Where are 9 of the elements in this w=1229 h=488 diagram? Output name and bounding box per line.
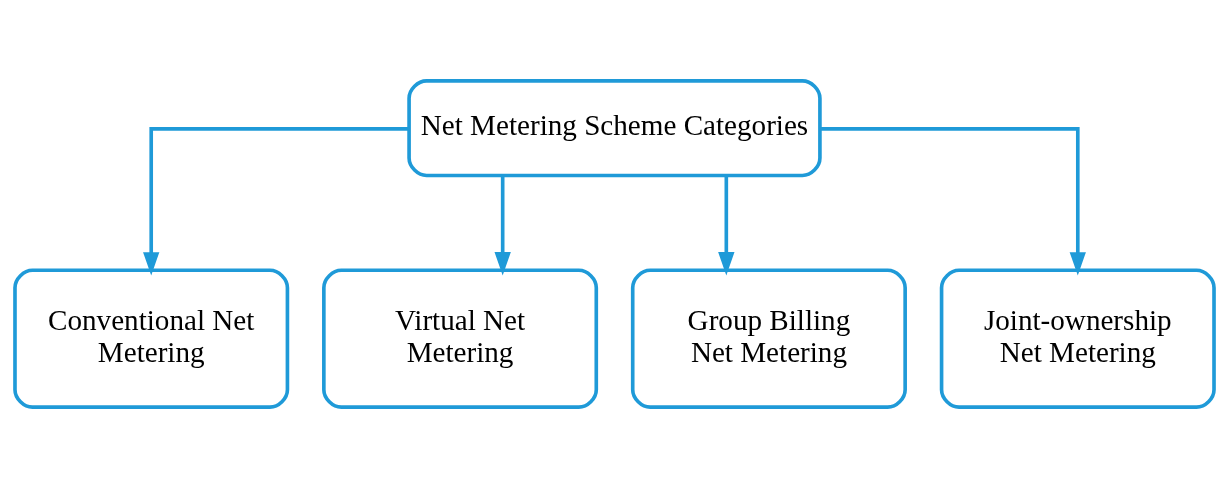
node-box: Joint-ownership Net Metering bbox=[939, 268, 1216, 409]
arrow bbox=[143, 127, 409, 276]
node-box: Virtual Net Metering bbox=[322, 268, 599, 409]
arrow bbox=[718, 175, 735, 276]
node-box: Group Billing Net Metering bbox=[630, 268, 907, 409]
node-box: Net Metering Scheme Categories bbox=[407, 79, 822, 178]
arrow bbox=[820, 127, 1086, 276]
arrow bbox=[494, 175, 511, 276]
node-box: Conventional Net Metering bbox=[13, 268, 290, 409]
